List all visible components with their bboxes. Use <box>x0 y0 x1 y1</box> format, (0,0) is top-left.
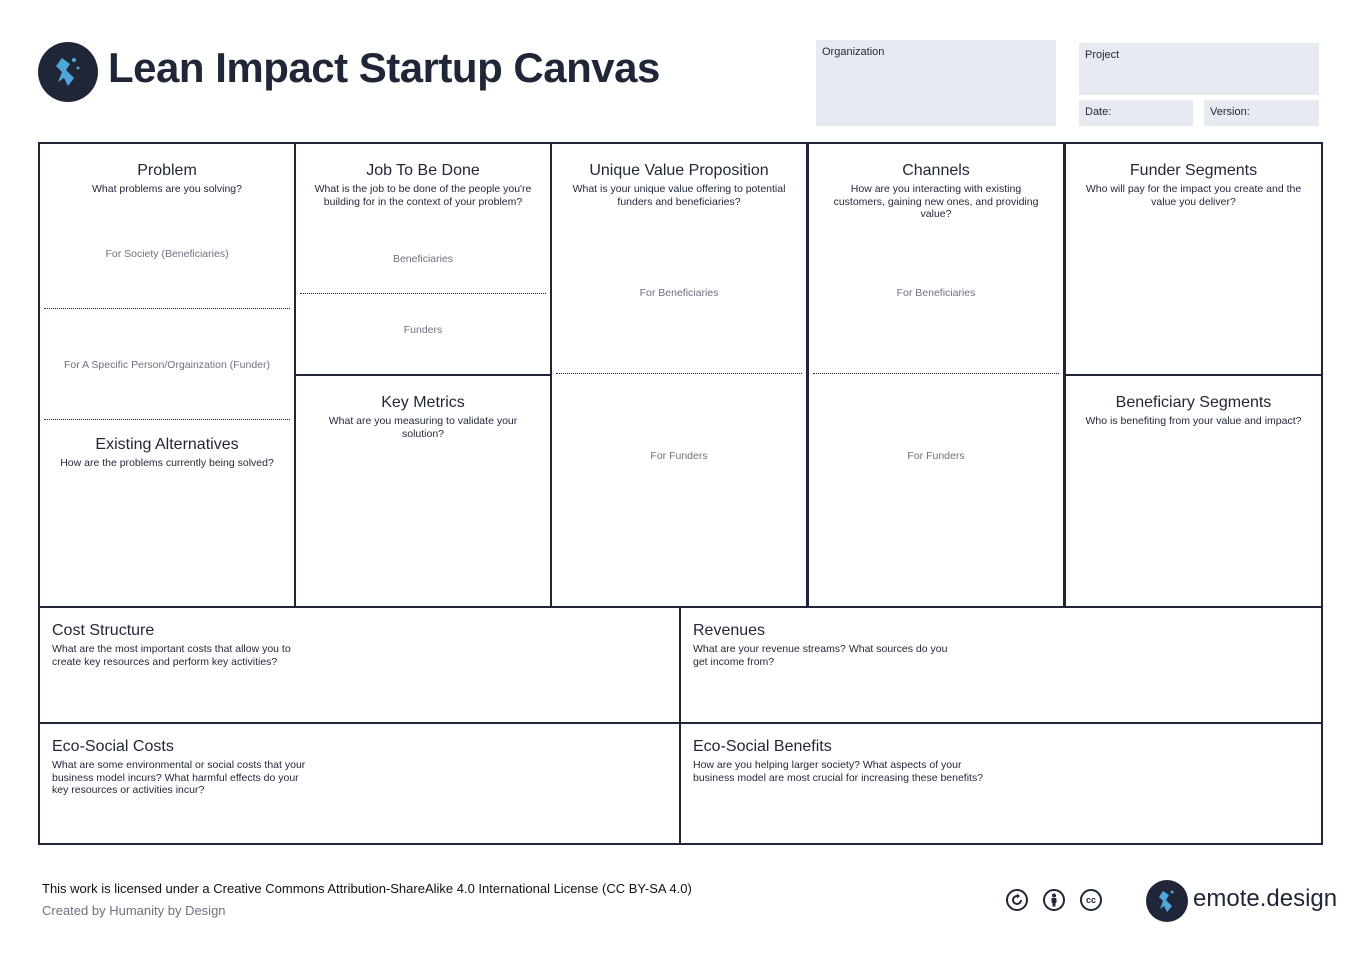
divider <box>556 373 802 374</box>
funder-segments-title: Funder Segments <box>1129 162 1258 179</box>
revenues-title: Revenues <box>693 622 766 639</box>
channels-title: Channels <box>902 162 970 179</box>
brand-name[interactable]: emote.design <box>1193 885 1338 912</box>
uvp-title: Unique Value Proposition <box>589 162 769 179</box>
beneficiary-segments-question: Who is benefiting from your value and im… <box>1085 415 1302 427</box>
alternatives-block[interactable]: Existing Alternatives How are the proble… <box>40 419 294 470</box>
cost-block[interactable]: Cost Structure What are the most importa… <box>38 606 681 724</box>
channels-question: How are you interacting with existing cu… <box>833 183 1039 220</box>
beneficiary-segments-title: Beneficiary Segments <box>1115 394 1272 411</box>
project-label: Project <box>1085 49 1120 61</box>
credit-text: Created by Humanity by Design <box>42 903 226 918</box>
job-sub-beneficiaries: Beneficiaries <box>392 253 454 265</box>
channels-sub-funders: For Funders <box>907 450 965 462</box>
problem-title: Problem <box>137 162 197 179</box>
revenues-question: What are your revenue streams? What sour… <box>693 643 948 668</box>
channels-sub-beneficiaries: For Beneficiaries <box>896 287 976 299</box>
divider <box>44 419 290 420</box>
eco-benefits-question: How are you helping larger society? What… <box>693 759 984 784</box>
funder-segments-question: Who will pay for the impact you create a… <box>1085 183 1302 208</box>
emote-logo-icon <box>38 42 98 102</box>
problem-question: What problems are you solving? <box>92 183 242 195</box>
attribution-icon <box>1043 889 1065 911</box>
eco-benefits-title: Eco-Social Benefits <box>693 738 832 755</box>
channels-block[interactable]: Channels How are you interacting with ex… <box>807 142 1065 608</box>
divider <box>813 373 1059 374</box>
uvp-sub-beneficiaries: For Beneficiaries <box>639 287 719 299</box>
alternatives-question: How are the problems currently being sol… <box>60 457 274 469</box>
share-alike-icon <box>1006 889 1028 911</box>
job-question: What is the job to be done of the people… <box>314 183 532 208</box>
eco-benefits-block[interactable]: Eco-Social Benefits How are you helping … <box>679 722 1323 845</box>
beneficiary-segments-block[interactable]: Beneficiary Segments Who is benefiting f… <box>1064 374 1323 608</box>
canvas-grid: Problem What problems are you solving? F… <box>38 142 1323 845</box>
funder-segments-block[interactable]: Funder Segments Who will pay for the imp… <box>1064 142 1323 376</box>
uvp-question: What is your unique value offering to po… <box>572 183 786 208</box>
divider <box>300 293 546 294</box>
eco-costs-block[interactable]: Eco-Social Costs What are some environme… <box>38 722 681 845</box>
license-text: This work is licensed under a Creative C… <box>42 881 692 896</box>
alternatives-title: Existing Alternatives <box>95 436 239 453</box>
date-field[interactable]: Date: <box>1079 100 1193 126</box>
cost-title: Cost Structure <box>52 622 155 639</box>
job-sub-funders: Funders <box>403 324 443 336</box>
problem-sub-funder: For A Specific Person/Orgainzation (Fund… <box>63 359 270 371</box>
uvp-sub-funders: For Funders <box>650 450 708 462</box>
cost-question: What are the most important costs that a… <box>52 643 291 668</box>
job-title: Job To Be Done <box>366 162 480 179</box>
date-label: Date: <box>1085 106 1112 118</box>
metrics-question: What are you measuring to validate your … <box>328 415 518 440</box>
divider <box>44 308 290 309</box>
metrics-block[interactable]: Key Metrics What are you measuring to va… <box>294 374 552 608</box>
eco-costs-title: Eco-Social Costs <box>52 738 174 755</box>
creative-commons-icon: cc <box>1080 889 1102 911</box>
project-field[interactable]: Project <box>1079 43 1319 95</box>
revenues-block[interactable]: Revenues What are your revenue streams? … <box>679 606 1323 724</box>
organization-label: Organization <box>822 46 885 58</box>
metrics-title: Key Metrics <box>381 394 465 411</box>
page-title: Lean Impact Startup Canvas <box>108 44 660 91</box>
job-block[interactable]: Job To Be Done What is the job to be don… <box>294 142 552 376</box>
eco-costs-question: What are some environmental or social co… <box>52 759 306 796</box>
version-label: Version: <box>1210 106 1250 118</box>
brand-logo-icon <box>1146 880 1188 922</box>
organization-field[interactable]: Organization <box>816 40 1056 126</box>
uvp-block[interactable]: Unique Value Proposition What is your un… <box>550 142 808 608</box>
version-field[interactable]: Version: <box>1204 100 1319 126</box>
problem-block[interactable]: Problem What problems are you solving? F… <box>38 142 296 608</box>
problem-sub-society: For Society (Beneficiaries) <box>105 248 229 260</box>
